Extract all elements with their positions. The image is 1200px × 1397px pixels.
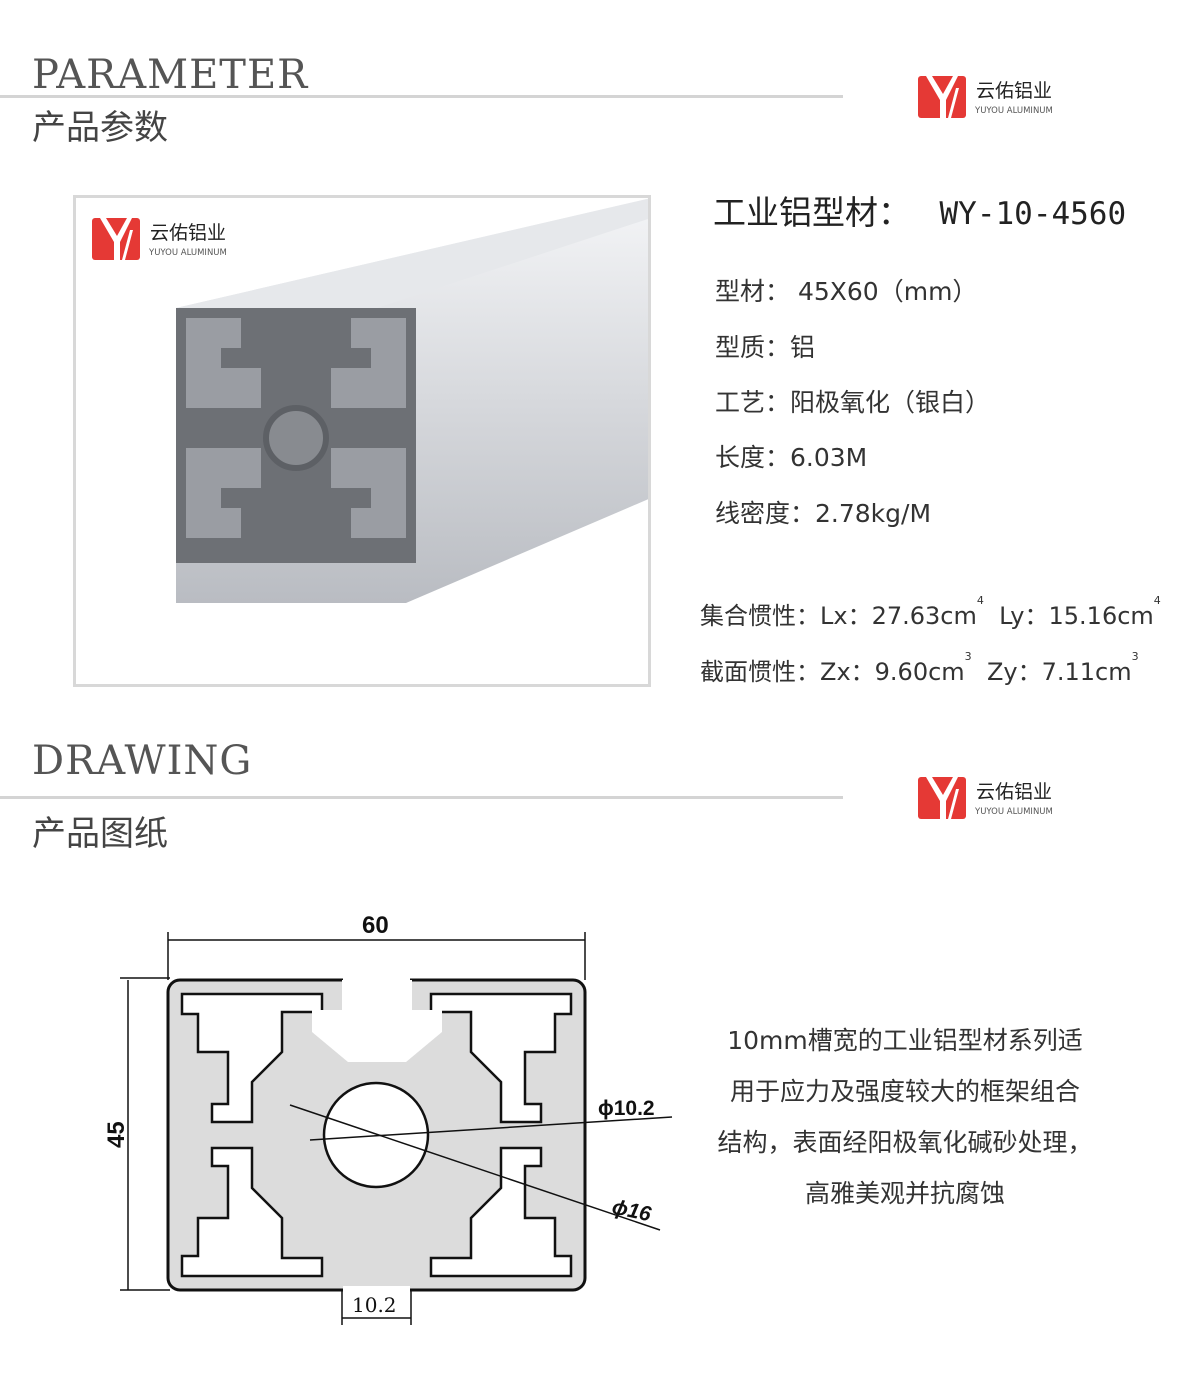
section-modulus: 截面惯性：Zx：9.60cm3 Zy：7.11cm3 [700, 650, 1139, 687]
spec-material: 型质：铝 [715, 328, 815, 364]
spec-length: 长度：6.03M [715, 438, 867, 474]
logo-mark-icon [92, 218, 140, 260]
spec-process: 工艺：阳极氧化（银白） [715, 383, 990, 419]
zx-value: 9.60cm [874, 658, 965, 686]
zy-label: Zy： [986, 658, 1042, 686]
brand-logo: 云佑铝业 YUYOU ALUMINUM [92, 216, 242, 266]
description-line: 结构，表面经阳极氧化碱砂处理， [717, 1128, 1093, 1157]
section-title-en: DRAWING [32, 738, 253, 784]
slot-dimension: 10.2 [352, 1293, 397, 1317]
description-line: 高雅美观并抗腐蚀 [804, 1179, 1005, 1208]
lx-value: 27.63cm [871, 602, 977, 630]
profile-drawing: 60 45 10.2 ϕ10.2 ϕ16 [103, 912, 673, 1325]
brand-name-cn: 云佑铝业 [976, 781, 1053, 803]
section-title-cn: 产品参数 [32, 108, 168, 148]
section-title-cn: 产品图纸 [32, 814, 168, 854]
moment-of-inertia: 集合惯性：Lx：27.63cm4 Ly：15.16cm4 [700, 594, 1161, 631]
product-image-frame: 云佑铝业 YUYOU ALUMINUM [73, 195, 651, 687]
width-dimension: 60 [362, 912, 389, 939]
brand-logo: 云佑铝业 YUYOU ALUMINUM [918, 74, 1068, 124]
zx-exp: 3 [964, 650, 972, 663]
height-dimension: 45 [103, 1121, 130, 1148]
ly-value: 15.16cm [1048, 602, 1154, 630]
logo-mark-icon [918, 777, 966, 819]
product-description: 10mm槽宽的工业铝型材系列适 用于应力及强度较大的框架组合 结构，表面经阳极氧… [675, 1015, 1135, 1219]
divider [0, 95, 843, 98]
product-model: WY-10-4560 [939, 196, 1127, 232]
zy-exp: 3 [1131, 650, 1139, 663]
brand-name-cn: 云佑铝业 [150, 222, 227, 244]
product-heading-label: 工业铝型材： [713, 193, 911, 232]
spec-value: 铝 [790, 333, 816, 362]
spec-label: 线密度： [715, 499, 816, 528]
lx-exp: 4 [976, 594, 984, 607]
lx-label: Lx： [820, 602, 872, 630]
inner-diameter: ϕ10.2 [598, 1097, 655, 1120]
inertia-label: 集合惯性： [700, 602, 820, 630]
spec-value: 45X60（mm） [790, 277, 978, 306]
brand-name-en: YUYOU ALUMINUM [149, 248, 227, 258]
ly-label: Ly： [999, 602, 1049, 630]
product-heading: 工业铝型材： WY-10-4560 [713, 186, 1126, 234]
divider [0, 796, 843, 799]
ly-exp: 4 [1153, 594, 1161, 607]
spec-value: 阳极氧化（银白） [790, 388, 991, 417]
spec-label: 工艺： [715, 388, 791, 417]
spec-label: 型质： [715, 333, 791, 362]
brand-name-en: YUYOU ALUMINUM [975, 807, 1053, 817]
spec-label: 型材： [715, 277, 791, 306]
spec-label: 长度： [715, 443, 791, 472]
brand-logo: 云佑铝业 YUYOU ALUMINUM [918, 775, 1068, 825]
spec-profile: 型材： 45X60（mm） [715, 272, 977, 308]
outer-diameter: ϕ16 [610, 1195, 654, 1226]
description-line: 10mm槽宽的工业铝型材系列适 [727, 1026, 1083, 1055]
spec-density: 线密度：2.78kg/M [715, 494, 931, 530]
aluminum-profile-photo [176, 198, 648, 603]
logo-mark-icon [918, 76, 966, 118]
modulus-label: 截面惯性： [700, 658, 820, 686]
section-title-en: PARAMETER [32, 52, 309, 98]
brand-name-cn: 云佑铝业 [976, 80, 1053, 102]
description-line: 用于应力及强度较大的框架组合 [729, 1077, 1080, 1106]
spec-value: 6.03M [790, 443, 868, 472]
brand-name-en: YUYOU ALUMINUM [975, 106, 1053, 116]
spec-value: 2.78kg/M [815, 499, 932, 528]
zy-value: 7.11cm [1041, 658, 1132, 686]
zx-label: Zx： [820, 658, 875, 686]
